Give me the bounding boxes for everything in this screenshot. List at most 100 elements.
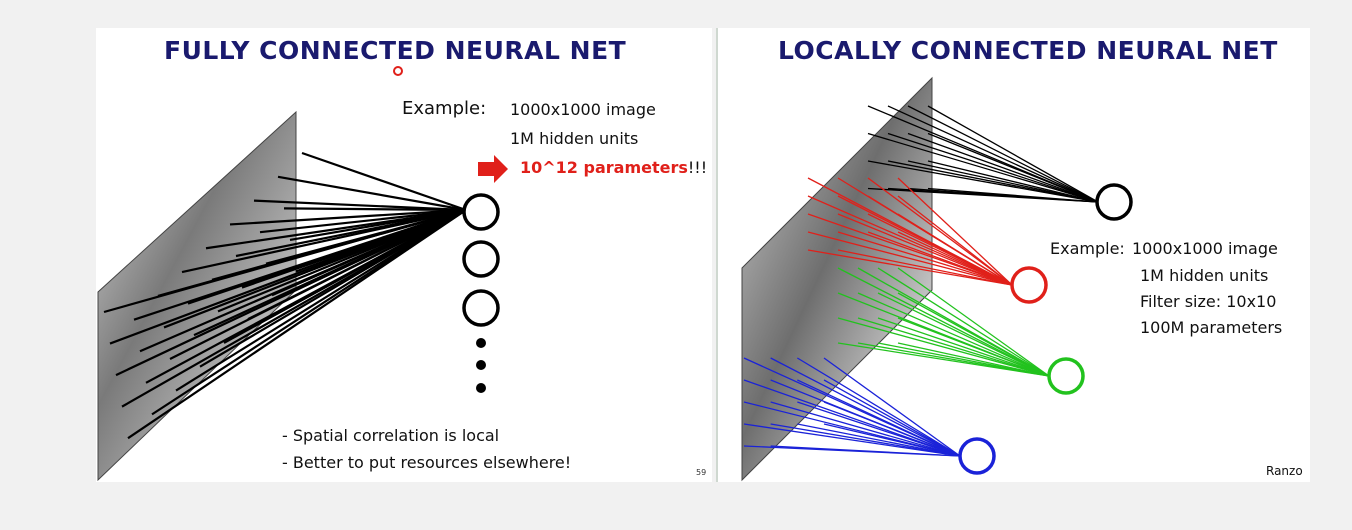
blue-line-14 [770,423,961,457]
fc-line-34 [301,151,467,212]
red-line-15 [867,231,1013,286]
fc-line-21 [223,209,467,344]
local-connection-lines [743,105,1099,457]
page-number: 59 [696,468,707,477]
blue-line-8 [823,379,961,457]
blue-line-15 [797,423,961,457]
example-label: Example: [1050,239,1125,258]
black-line-7 [907,132,1099,203]
example-filter-size: Filter size: 10x10 [1140,292,1277,311]
green-line-11 [877,317,1050,377]
red-line-4 [897,177,1013,286]
blue-line-16 [823,423,961,457]
green-line-1 [837,267,1050,377]
black-line-6 [887,132,1099,203]
red-line-12 [897,213,1013,286]
fc-line-13 [175,209,467,392]
example-hidden-units: 1M hidden units [1140,266,1269,285]
fully-connected-diagram [97,66,508,482]
green-line-12 [897,317,1050,377]
red-line-14 [837,231,1013,286]
blue-line-18 [770,445,961,457]
cursor-marker-icon [393,66,403,76]
red-line-3 [867,177,1013,286]
fully-connected-lines [103,151,467,440]
fc-line-25 [247,209,467,321]
slide-locally-connected: LOCALLY CONNECTED NEURAL NET Example: 10… [716,28,1310,482]
input-image [741,76,933,482]
red-line-17 [807,249,1013,286]
ellipsis-dot-2 [476,360,486,370]
fc-line-17 [199,209,467,368]
green-line-15 [877,342,1050,377]
fc-line-28 [265,208,467,265]
params-line: 10^12 parameters!!! [520,158,707,177]
fc-line-23 [235,208,467,258]
slide-title: LOCALLY CONNECTED NEURAL NET [778,36,1278,65]
green-line-8 [897,292,1050,377]
fc-line-20 [217,208,467,313]
red-hidden-unit [1010,266,1048,304]
black-line-2 [887,105,1099,203]
slide-fully-connected: FULLY CONNECTED NEURAL NET Example: 1000… [96,28,712,482]
fc-line-31 [283,207,467,212]
ellipsis-dot-1 [476,338,486,348]
blue-line-2 [770,357,961,457]
black-line-8 [927,132,1099,203]
blue-line-4 [823,357,961,457]
fc-line-27 [259,208,467,234]
black-line-3 [907,105,1099,203]
example-image-size: 1000x1000 image [1132,239,1278,258]
hidden-unit-3 [462,289,500,327]
bullet-spatial-correlation: - Spatial correlation is local [282,426,500,445]
green-line-16 [897,342,1050,377]
black-line-5 [867,132,1099,203]
black-line-10 [887,160,1099,203]
fc-line-29 [271,208,467,297]
red-line-5 [807,195,1013,286]
green-line-6 [857,292,1050,377]
black-line-11 [907,160,1099,203]
hidden-unit-1 [462,193,500,231]
green-line-9 [837,317,1050,377]
fc-line-32 [289,208,467,241]
example-label: Example: [402,98,487,119]
black-line-16 [927,187,1099,203]
green-line-7 [877,292,1050,377]
green-hidden-unit [1047,357,1085,395]
locally-connected-diagram [741,76,1133,482]
black-hidden-unit [1095,183,1133,221]
fc-line-30 [277,175,467,212]
ellipsis-dot-3 [476,383,486,393]
author-credit: Ranzo [1266,464,1303,478]
blue-line-5 [743,379,961,457]
red-line-10 [837,213,1013,286]
black-line-12 [927,160,1099,203]
red-line-18 [837,249,1013,286]
red-line-13 [807,231,1013,286]
blue-line-11 [797,401,961,457]
green-line-3 [877,267,1050,377]
fc-line-33 [295,208,467,273]
example-image-size: 1000x1000 image [510,100,656,119]
blue-line-10 [770,401,961,457]
fc-line-22 [229,208,467,226]
blue-line-7 [797,379,961,457]
example-parameters: 100M parameters [1140,318,1283,337]
slide-title: FULLY CONNECTED NEURAL NET [164,36,627,65]
red-line-8 [897,195,1013,286]
hidden-unit-2 [462,240,500,278]
red-arrow-icon [478,155,508,183]
params-suffix: !!! [687,158,708,177]
params-value: 10^12 parameters [520,158,688,177]
green-line-10 [857,317,1050,377]
blue-hidden-unit [958,437,996,475]
blue-line-12 [823,401,961,457]
blue-line-3 [796,357,961,457]
black-line-4 [927,105,1099,203]
example-hidden-units: 1M hidden units [510,129,639,148]
fc-line-9 [151,209,467,416]
fc-line-26 [253,199,467,212]
fc-line-5 [127,209,467,440]
bullet-resources: - Better to put resources elsewhere! [282,453,572,472]
